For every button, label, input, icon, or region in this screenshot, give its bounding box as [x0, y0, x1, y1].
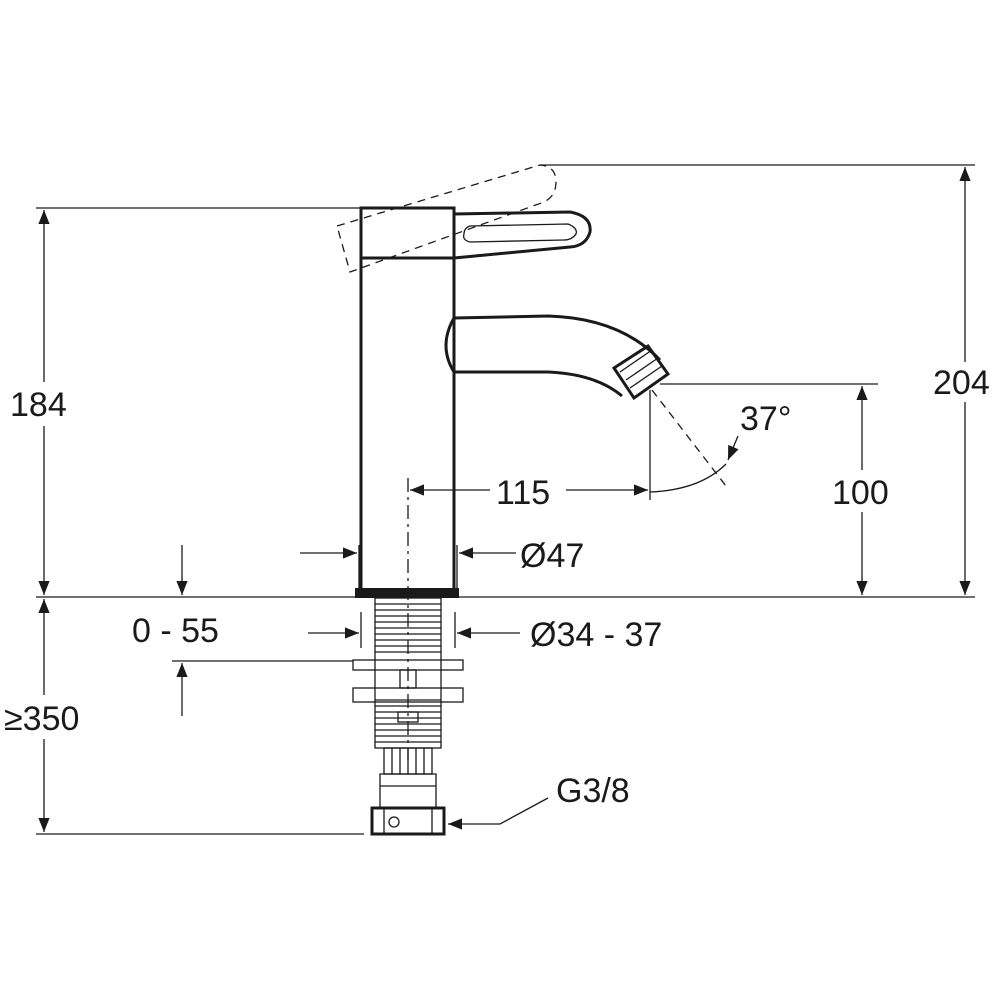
supply-connector	[370, 747, 446, 836]
dim-spray-angle: 37°	[740, 400, 791, 438]
dim-hole-diameter: Ø34 - 37	[530, 616, 662, 654]
lever-handle	[453, 210, 592, 260]
dim-supply-length: ≥350	[4, 700, 79, 738]
faucet-body	[355, 206, 459, 598]
lever-handle-open-outline	[336, 164, 557, 273]
dim-spout-height: 100	[832, 474, 889, 512]
dim-overall-height: 184	[10, 386, 67, 424]
dim-spout-reach: 115	[496, 474, 550, 512]
dim-connection-thread: G3/8	[556, 772, 630, 810]
extension-lines	[36, 164, 975, 835]
dim-body-diameter: Ø47	[520, 537, 584, 575]
dim-overall-height-lever-up: 204	[933, 364, 990, 402]
spout	[444, 314, 671, 401]
spray-direction-line	[651, 389, 727, 487]
dim-deck-thickness: 0 - 55	[132, 612, 219, 650]
